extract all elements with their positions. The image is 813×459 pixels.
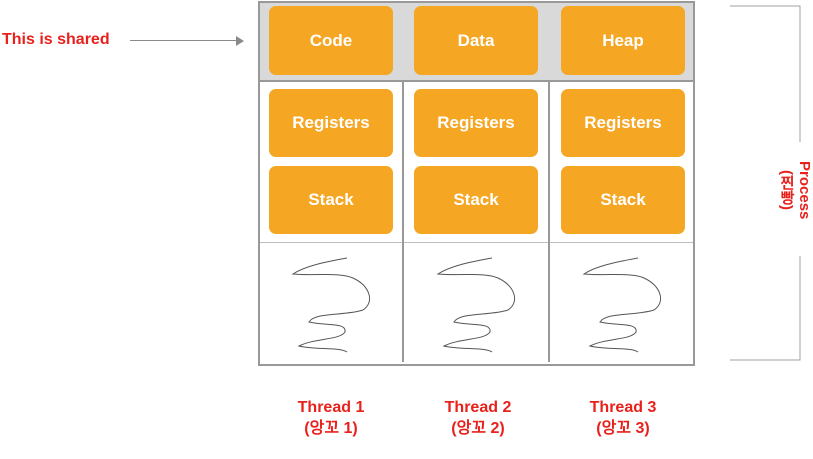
registers-label: Registers <box>292 113 370 132</box>
process-frame <box>258 1 695 366</box>
stack-label: Stack <box>600 190 646 209</box>
thread-name: Thread 3 <box>589 399 657 416</box>
shared-annotation-label: This is shared <box>2 31 110 48</box>
stack-area-divider-line <box>258 242 694 243</box>
heap-segment-box: Heap <box>561 6 685 75</box>
process-label-korean: (찐빵) <box>778 170 795 210</box>
thread2-stack-box: Stack <box>414 166 538 234</box>
stack-label: Stack <box>453 190 499 209</box>
thread2-registers-box: Registers <box>414 89 538 157</box>
thread3-label: Thread 3 (앙꼬 3) <box>561 397 685 439</box>
data-segment-label: Data <box>457 30 495 50</box>
shared-arrow-line <box>130 40 238 41</box>
code-segment-box: Code <box>269 6 393 75</box>
thread1-stack-squiggle-icon <box>291 257 371 353</box>
shared-divider-line <box>258 80 694 82</box>
thread-korean-name: (앙꼬 2) <box>451 420 505 437</box>
shared-arrow-head-icon <box>236 36 244 46</box>
heap-segment-label: Heap <box>602 30 644 50</box>
thread2-label: Thread 2 (앙꼬 2) <box>416 397 540 439</box>
thread3-stack-box: Stack <box>561 166 685 234</box>
thread2-stack-squiggle-icon <box>436 257 516 353</box>
thread-name: Thread 2 <box>444 399 512 416</box>
thread1-label: Thread 1 (앙꼬 1) <box>269 397 393 439</box>
process-label-text: Process <box>796 160 813 220</box>
thread-korean-name: (앙꼬 3) <box>596 420 650 437</box>
thread-column-divider <box>402 80 404 362</box>
thread-korean-name: (앙꼬 1) <box>304 420 358 437</box>
thread-name: Thread 1 <box>297 399 365 416</box>
process-bracket-icon <box>730 5 801 361</box>
thread1-stack-box: Stack <box>269 166 393 234</box>
process-label: Process (찐빵) <box>775 150 813 230</box>
registers-label: Registers <box>584 113 662 132</box>
thread1-registers-box: Registers <box>269 89 393 157</box>
thread-column-divider <box>548 80 550 362</box>
stack-label: Stack <box>308 190 354 209</box>
data-segment-box: Data <box>414 6 538 75</box>
code-segment-label: Code <box>309 30 353 50</box>
registers-label: Registers <box>437 113 515 132</box>
thread3-registers-box: Registers <box>561 89 685 157</box>
thread3-stack-squiggle-icon <box>582 257 662 353</box>
